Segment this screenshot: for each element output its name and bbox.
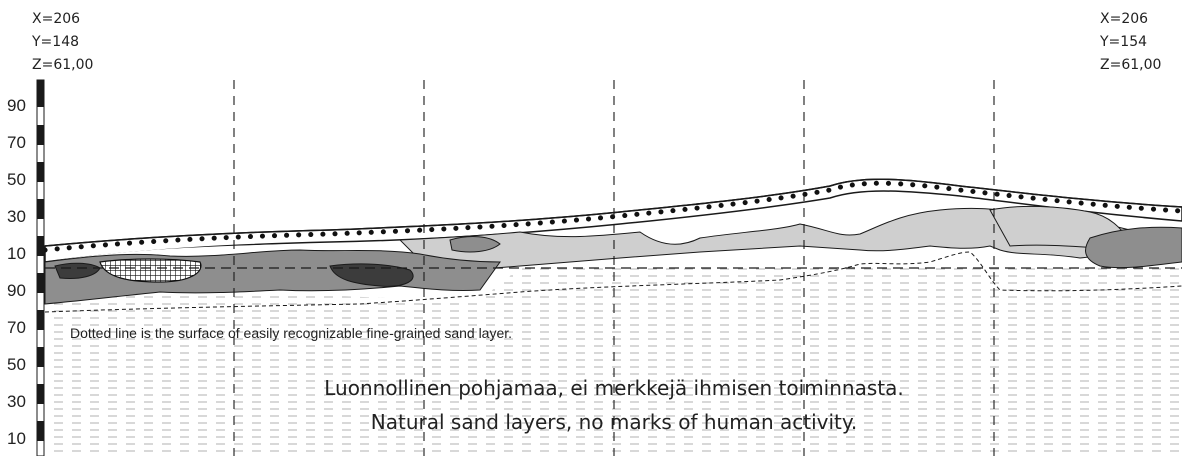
coord-left-z: Z=61,00 [32, 57, 93, 73]
depth-label: 30 [7, 392, 26, 411]
pebble-surface-line [44, 178, 1182, 247]
depth-label: 70 [7, 133, 26, 152]
depth-label: 90 [7, 281, 26, 300]
hatched-feature [99, 258, 202, 283]
fine-sand-surface-line [44, 251, 1182, 313]
depth-label: 70 [7, 318, 26, 337]
depth-label: 50 [7, 170, 26, 189]
depth-label: 10 [7, 244, 26, 263]
caption-finnish: Luonnollinen pohjamaa, ei merkkejä ihmis… [324, 376, 903, 400]
pebble-dots [42, 180, 1182, 253]
dark-deposit [329, 263, 414, 287]
coord-left-y: Y=148 [31, 34, 79, 50]
caption-english: Natural sand layers, no marks of human a… [371, 410, 857, 434]
dotted-line-note: Dotted line is the surface of easily rec… [70, 325, 512, 341]
mid-grey-deposit [1085, 226, 1182, 269]
coord-left-x: X=206 [32, 11, 80, 27]
coord-right-z: Z=61,00 [1100, 57, 1161, 73]
mid-grey-deposit [449, 236, 501, 253]
depth-label: 30 [7, 207, 26, 226]
depth-scale-labels: 90 70 50 30 10 90 70 50 30 10 [7, 96, 26, 448]
depth-scale-bar [36, 79, 45, 456]
coord-right-x: X=206 [1100, 11, 1148, 27]
coordinates-left: X=206 Y=148 Z=61,00 [31, 11, 93, 73]
light-grey-deposit [398, 207, 1141, 271]
depth-label: 90 [7, 96, 26, 115]
depth-label: 10 [7, 429, 26, 448]
depth-label: 50 [7, 355, 26, 374]
coordinates-right: X=206 Y=154 Z=61,00 [1099, 11, 1161, 73]
coord-right-y: Y=154 [1099, 34, 1147, 50]
